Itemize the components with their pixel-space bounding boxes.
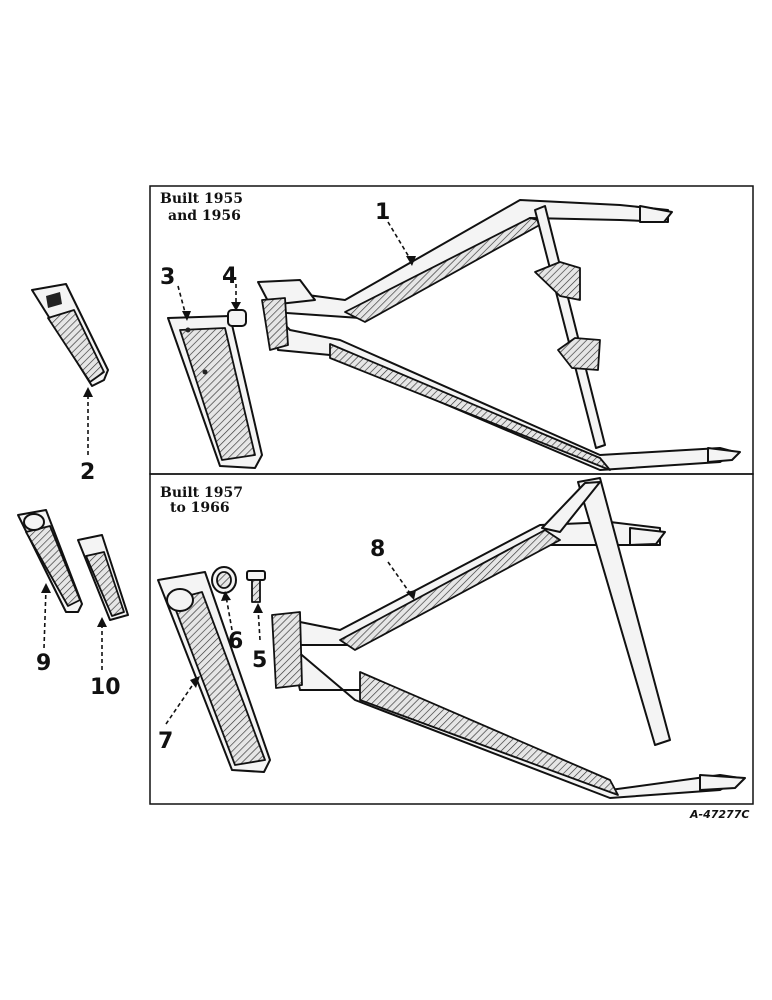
plate-part-10	[77, 534, 129, 621]
shoe-part-9	[17, 509, 83, 613]
callout-3: 3	[160, 265, 175, 290]
callout-4: 4	[222, 264, 237, 289]
callout-leaders	[41, 221, 416, 725]
drawbar-frame-1957	[271, 477, 746, 799]
shoe-part-2	[31, 283, 109, 387]
callout-5: 5	[252, 648, 267, 673]
callout-9: 9	[36, 651, 51, 676]
callout-10: 10	[90, 675, 121, 700]
shoe-part-3	[167, 315, 263, 469]
shoe-part-7	[157, 571, 271, 773]
callout-1: 1	[375, 200, 390, 225]
nut-part-6	[211, 566, 237, 594]
bottom-panel-title-line2: to 1966	[170, 500, 230, 516]
callout-6: 6	[228, 629, 243, 654]
bottom-panel-title-line1: Built 1957	[160, 485, 243, 501]
top-panel-title-line2: and 1956	[168, 208, 241, 224]
top-panel-title-line1: Built 1955	[160, 191, 243, 207]
callout-7: 7	[158, 729, 173, 754]
bolt-part-5	[246, 570, 266, 603]
drawbar-frame-1955	[257, 199, 741, 471]
figure-id: A-47277C	[689, 808, 749, 821]
callout-8: 8	[370, 537, 385, 562]
bottom-panel-frame	[149, 473, 754, 805]
nut-part-4	[227, 309, 247, 327]
callout-2: 2	[80, 460, 95, 485]
